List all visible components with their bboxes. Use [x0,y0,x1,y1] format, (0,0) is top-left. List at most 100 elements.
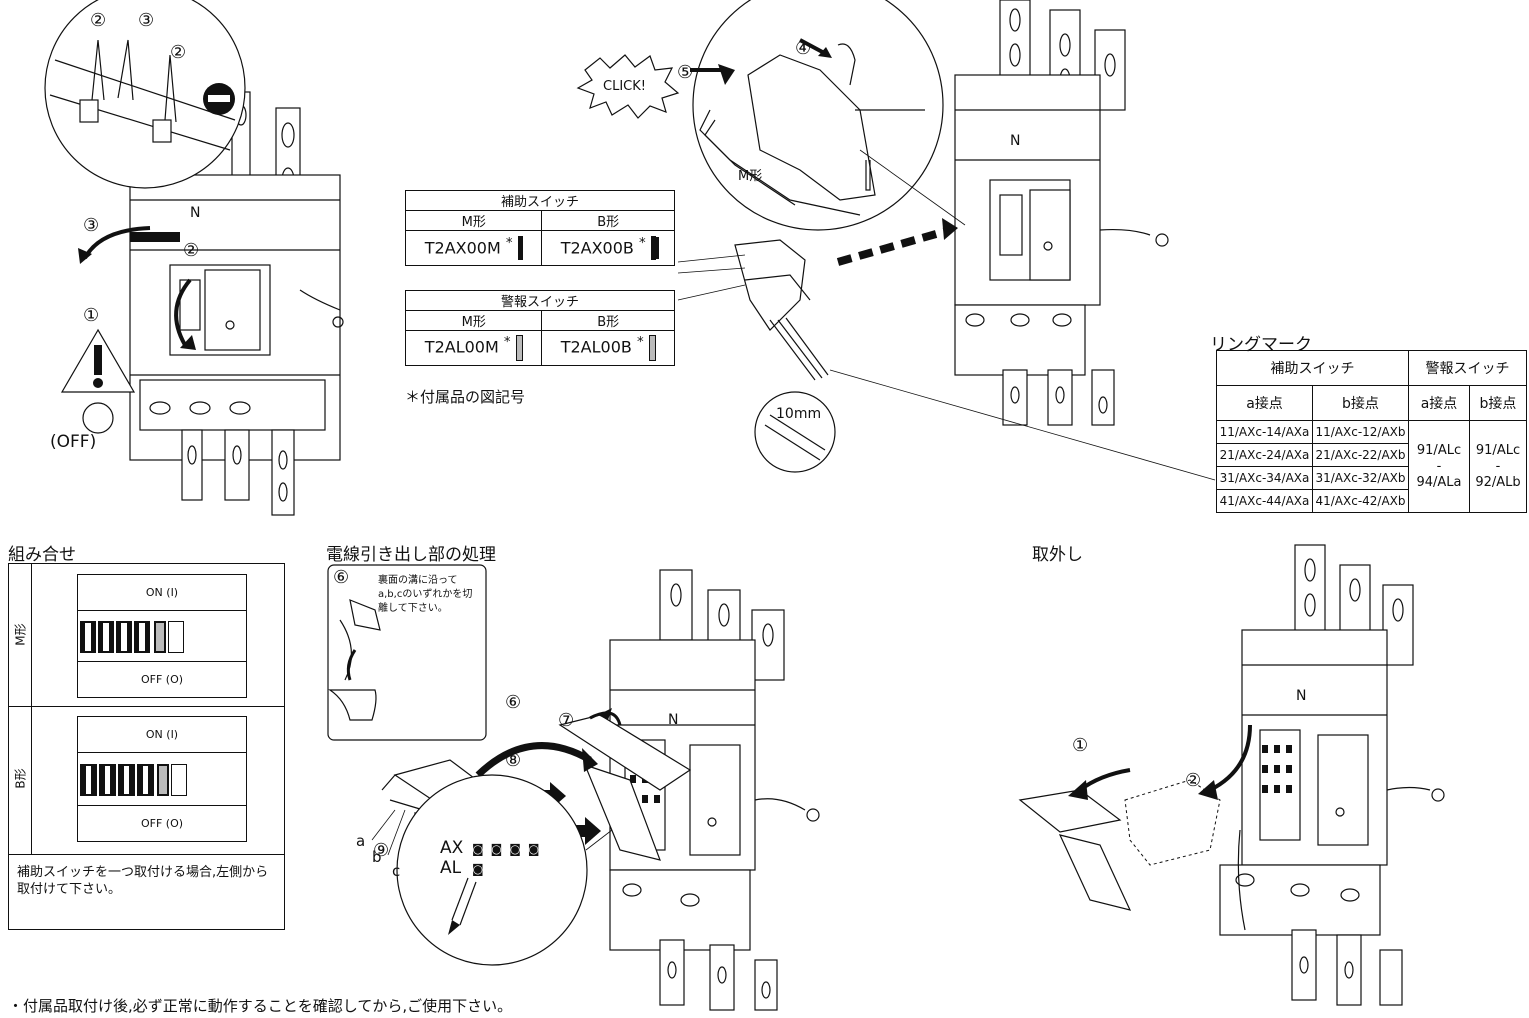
footnote: ＊付属品の図記号 [405,388,526,406]
n-pole-label: N [190,205,201,221]
b-switch-icon [99,764,116,796]
step-4-label: ④ [795,38,812,59]
breaker-3 [327,564,820,1011]
aux-b-symbol-icon [650,236,656,261]
step-6-label: ⑥ [333,567,350,588]
aux-switch-table: 補助スイッチ M形 B形 T2AX00M * T2AX00B * [404,190,675,266]
alarm-b-code-cell: T2AL00B * [541,330,675,366]
alarm-m-mark: * [503,335,511,351]
ring-alarm-b-cell: 91/ALc - 92/ALb [1469,420,1527,513]
step-3-label: ③ [138,10,155,31]
b-switch-icon [80,764,97,796]
n-pole-label: N [1010,133,1021,149]
combination-note: 補助スイッチを一つ取付ける場合,左側から取付けて下さい。 [17,865,269,897]
step-2-label: ② [1185,770,1202,791]
ring-alarm-a-bot: 94/ALa [1416,474,1462,490]
click-label: CLICK! [603,79,646,94]
cut-c-label: c [392,862,401,880]
step-9-label: ⑨ [373,840,390,861]
alarm-m-code-cell: T2AL00M * [404,330,543,366]
ring-aux-header: 補助スイッチ [1216,350,1409,386]
alarm-m-header: M形 [404,310,543,331]
combination-m-on-label: ON (I) [78,575,246,611]
combination-b-switches [80,764,190,798]
aux-table-title: 補助スイッチ [405,190,675,211]
wire-length-label: 10mm [776,406,822,422]
ring-row-4-a: 41/AXc-44/AXa [1216,489,1313,513]
ring-alarm-b-header: b接点 [1469,385,1527,421]
step-2-label: ② [183,240,200,261]
ring-a-contact-header: a接点 [1216,385,1313,421]
combination-b-off-label: OFF (O) [78,805,246,842]
m-type-label: M形 [738,169,763,184]
al-label: AL [440,858,462,878]
alarm-b-symbol-icon [648,335,656,361]
ax-indicators: ◙◙◙◙ [472,842,547,856]
aux-b-code: T2AX00B [560,237,634,257]
ring-alarm-a-header: a接点 [1408,385,1470,421]
combination-b-side-label: B形 [13,768,28,789]
alarm-b-header: B形 [541,310,675,331]
m-alarm-switch-icon [154,621,166,653]
b-alarm-switch-icon [157,764,169,796]
alarm-switch-table: 警報スイッチ M形 B形 T2AL00M * T2AL00B * [404,290,675,366]
combination-m-switches [80,621,188,655]
m-switch-icon [134,621,150,653]
step-3-label: ③ [83,215,100,236]
cut-a-label: a [356,832,366,850]
ring-alarm-a-cell: 91/ALc - 94/ALa [1408,420,1470,513]
alarm-b-code: T2AL00B [560,337,632,357]
ring-row-1-b: 11/AXc-12/AXb [1312,420,1409,444]
step-7-label: ⑦ [558,710,575,731]
al-indicator: ◙ [472,862,484,876]
ax-label: AX [440,838,464,858]
heading-combination: 組み合せ [8,545,76,565]
breaker-4 [1018,544,1445,1006]
ring-alarm-a-top: 91/ALc [1416,442,1462,458]
breaker-1 [44,0,344,516]
m-switch-icon [98,621,114,653]
step-6-label: ⑥ [505,692,522,713]
ring-row-2-a: 21/AXc-24/AXa [1216,443,1313,467]
aux-b-mark: * [638,235,646,251]
combination-m-side-cell: M形 [9,564,32,706]
cut-instruction: 裏面の溝に沿ってa,b,cのいずれかを切離して下さい。 [378,575,473,614]
footer-note: ・付属品取付け後,必ず正常に動作することを確認してから,ご使用下さい。 [8,997,513,1015]
step-2-label: ② [90,10,107,31]
step-8-label: ⑧ [505,750,522,771]
ring-row-3-b: 31/AXc-32/AXb [1312,466,1409,490]
ring-alarm-a-mid: - [1436,458,1442,474]
combination-box: M形 ON (I) OFF (O) B形 ON (I) OFF (O) [8,563,285,930]
ring-alarm-b-bot: 92/ALb [1475,474,1521,490]
alarm-b-mark: * [636,335,644,351]
ring-mark-table: 補助スイッチ 警報スイッチ a接点 b接点 a接点 b接点 11/AXc-14/… [1216,350,1527,513]
ring-row-4-b: 41/AXc-42/AXb [1312,489,1409,513]
switch-parts [677,239,1216,481]
step-1-label: ① [1072,735,1089,756]
aux-m-header: M形 [404,210,543,231]
m-empty-slot-icon [168,621,184,653]
aux-m-code-cell: T2AX00M * [404,230,543,266]
ring-b-contact-header: b接点 [1312,385,1409,421]
aux-m-symbol-icon [517,236,523,261]
b-switch-icon [137,764,154,796]
step-2-label: ② [170,42,187,63]
ring-alarm-header: 警報スイッチ [1408,350,1527,386]
aux-m-code: T2AX00M [424,237,501,257]
n-pole-label: N [668,712,679,728]
combination-m-row: M形 ON (I) OFF (O) [9,564,284,707]
off-label: (OFF) [50,432,97,452]
aux-m-mark: * [505,235,513,251]
step-5-label: ⑤ [677,62,694,83]
combination-b-side-cell: B形 [9,706,32,854]
m-switch-icon [116,621,132,653]
step-1-label: ① [83,305,100,326]
alarm-m-symbol-icon [515,335,523,361]
heading-wire-exit: 電線引き出し部の処理 [326,545,496,565]
ring-row-1-a: 11/AXc-14/AXa [1216,420,1313,444]
heading-removal: 取外し [1032,545,1083,565]
m-switch-icon [80,621,96,653]
ring-row-2-b: 21/AXc-22/AXb [1312,443,1409,467]
alarm-table-title: 警報スイッチ [405,290,675,311]
